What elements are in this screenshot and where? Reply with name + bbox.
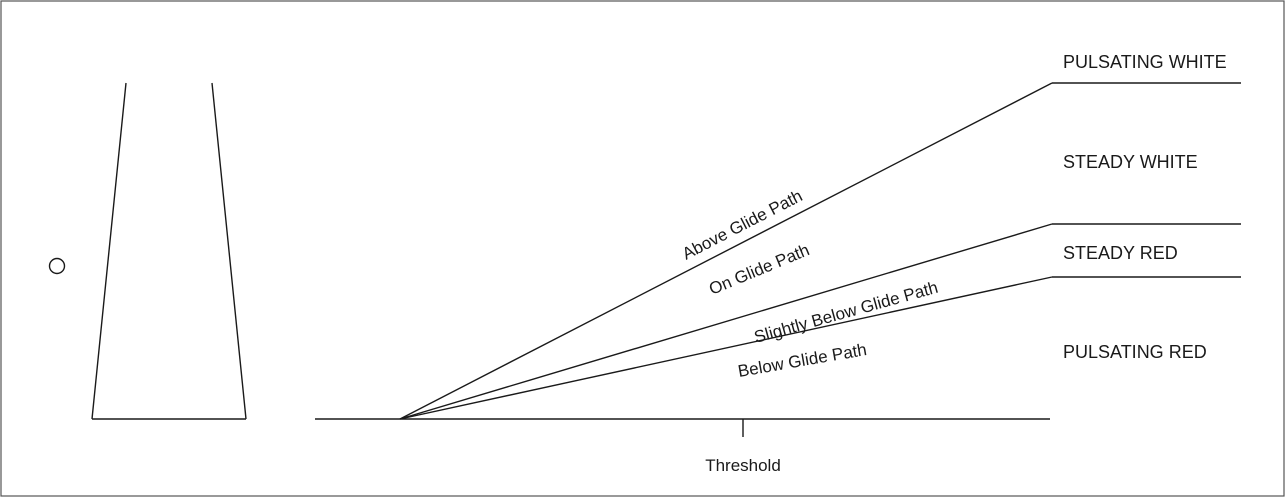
on-glide-path-label: On Glide Path xyxy=(706,240,812,298)
zone-label-steady-red: STEADY RED xyxy=(1063,243,1178,263)
glide-path-boundaries xyxy=(399,82,1241,420)
middle-boundary-line xyxy=(399,223,1053,420)
runway xyxy=(91,82,247,420)
threshold-label: Threshold xyxy=(705,456,781,475)
runway-left-edge xyxy=(91,82,127,420)
slightly-below-glide-path-label: Slightly Below Glide Path xyxy=(752,278,940,347)
lower-boundary-line xyxy=(399,276,1053,420)
light-source-circle xyxy=(48,257,66,275)
zone-label-pulsating-white: PULSATING WHITE xyxy=(1063,52,1227,72)
zone-label-steady-white: STEADY WHITE xyxy=(1063,152,1198,172)
zone-label-pulsating-red: PULSATING RED xyxy=(1063,342,1207,362)
upper-boundary-line xyxy=(399,82,1053,420)
runway-right-edge xyxy=(211,82,247,420)
